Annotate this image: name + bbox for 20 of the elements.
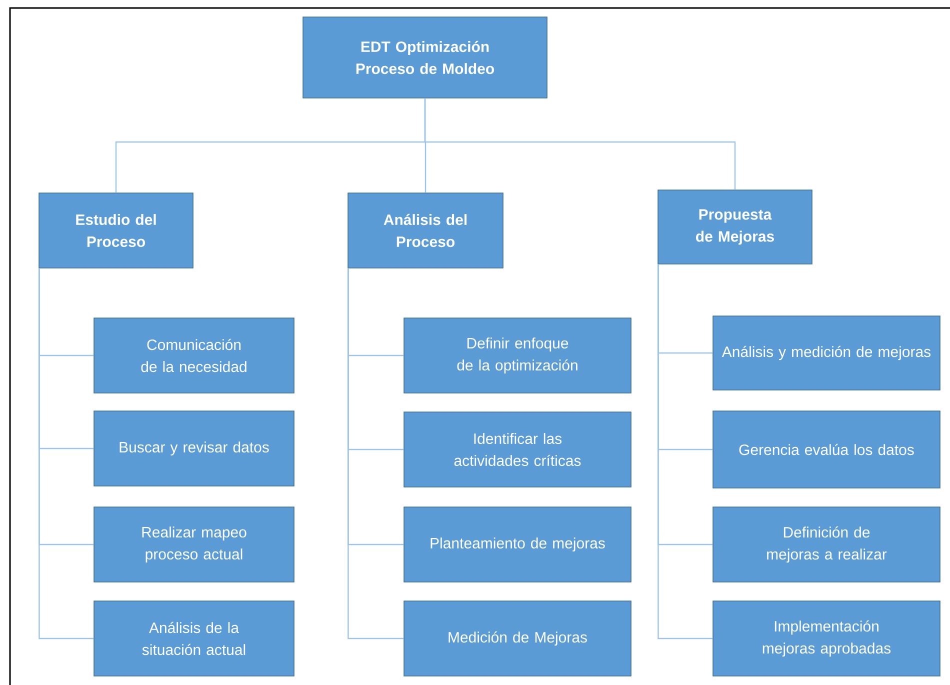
heading-box: Análisis del Proceso [348, 192, 504, 268]
heading-box: EDT Optimización Proceso de Moldeo [302, 16, 548, 98]
process-box: Análisis y medición de mejoras [712, 316, 940, 390]
process-box: Definición de mejoras a realizar [712, 506, 940, 582]
process-box: Comunicación de la necesidad [94, 318, 294, 394]
connector-line [38, 268, 94, 640]
process-box: Gerencia evalúa los datos [712, 410, 940, 488]
process-box: Implementación mejoras aprobadas [712, 600, 940, 676]
process-box: Buscar y revisar datos [94, 410, 294, 486]
process-box: Definir enfoque de la optimización [404, 318, 632, 394]
connector-line [348, 268, 404, 640]
connector-line [658, 264, 713, 640]
process-box: Planteamiento de mejoras [404, 506, 632, 582]
process-box: Medición de Mejoras [404, 600, 632, 676]
connector-line [424, 98, 736, 190]
process-box: Identificar las actividades críticas [404, 412, 632, 488]
process-box: Análisis de la situación actual [94, 600, 294, 676]
heading-box: Estudio del Proceso [38, 192, 194, 268]
heading-box: Propuesta de Mejoras [658, 190, 812, 264]
process-box: Realizar mapeo proceso actual [94, 506, 294, 582]
